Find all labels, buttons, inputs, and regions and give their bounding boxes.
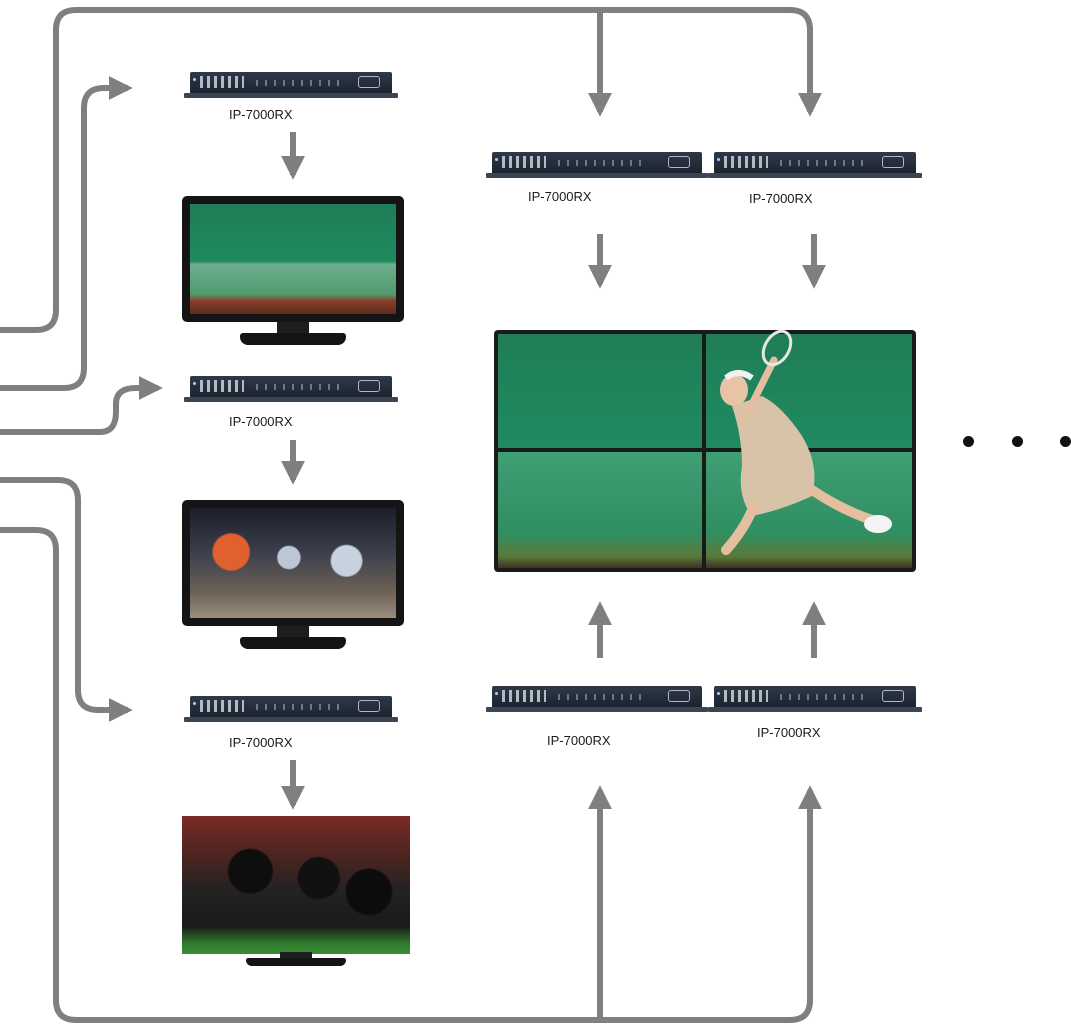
receiver-label-wall-bottom-right: IP-7000RX bbox=[757, 725, 821, 740]
monitor-screen-rugby bbox=[182, 816, 410, 954]
tennis-player-figure bbox=[720, 330, 892, 555]
receiver-device-left-2 bbox=[184, 376, 398, 402]
receiver-label-left-2: IP-7000RX bbox=[229, 414, 293, 429]
video-wall-2x2 bbox=[494, 330, 916, 572]
connector-rx-left-3 bbox=[0, 477, 133, 722]
connector-top-loop bbox=[0, 7, 822, 333]
receiver-device-wall-top-right bbox=[708, 152, 922, 178]
video-wall-panel-bottom-left bbox=[498, 452, 702, 568]
receiver-label-left-3: IP-7000RX bbox=[229, 735, 293, 750]
monitor-tennis bbox=[182, 196, 404, 346]
monitor-rugby bbox=[182, 816, 410, 966]
connector-rx-left-1 bbox=[0, 76, 133, 391]
receiver-device-wall-bottom-right bbox=[708, 686, 922, 712]
receiver-device-wall-top-left bbox=[486, 152, 708, 178]
receiver-label-left-1: IP-7000RX bbox=[229, 107, 293, 122]
connector-rx-left-2 bbox=[0, 376, 163, 435]
receiver-device-wall-bottom-left bbox=[486, 686, 708, 712]
receiver-device-left-1 bbox=[184, 72, 398, 98]
receiver-device-left-3 bbox=[184, 696, 398, 722]
monitor-screen-basketball bbox=[190, 508, 396, 618]
connector-bottom-loop bbox=[0, 527, 822, 1023]
receiver-label-wall-top-left: IP-7000RX bbox=[528, 189, 592, 204]
monitor-screen-tennis bbox=[190, 204, 396, 314]
receiver-label-wall-bottom-left: IP-7000RX bbox=[547, 733, 611, 748]
receiver-label-wall-top-right: IP-7000RX bbox=[749, 191, 813, 206]
video-wall-panel-top-left bbox=[498, 334, 702, 448]
monitor-basketball bbox=[182, 500, 404, 650]
